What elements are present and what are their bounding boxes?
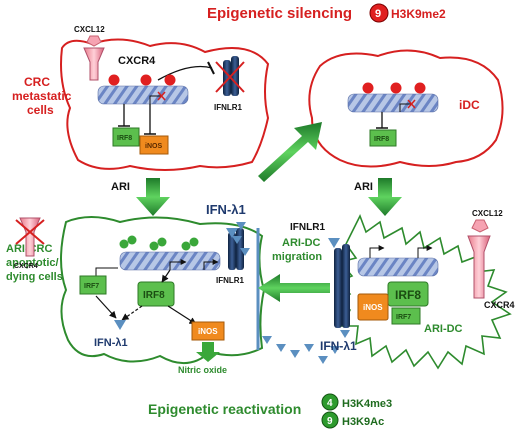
ari-crc-irf8-box bbox=[137, 281, 175, 307]
nitric-oxide-label: Nitric oxide bbox=[178, 365, 227, 375]
crc-dna-helix bbox=[97, 85, 189, 105]
crc-cell-outline bbox=[60, 38, 270, 171]
ari-dc-inos-label: iNOS bbox=[363, 303, 383, 312]
h3k9me2-badge-text: 9 bbox=[375, 8, 381, 20]
title-epigenetic-silencing: Epigenetic silencing bbox=[207, 5, 352, 22]
ari-dc-cxcr4-label: CXCR4 bbox=[484, 300, 515, 310]
ari-crc-green-marks bbox=[119, 235, 199, 251]
scattered-ifn-triangles bbox=[262, 336, 340, 364]
crc-cxcl12-ligand bbox=[86, 35, 102, 47]
ari-dc-ifnlr1-label: IFNLR1 bbox=[290, 222, 325, 233]
ari-dc-ifn-triangle bbox=[340, 330, 350, 338]
ari-dc-ifnlr1-receptor bbox=[328, 238, 350, 328]
crc-irf8-box bbox=[112, 127, 140, 147]
ari-dc-irf7-box bbox=[391, 307, 421, 325]
crc-mark-3 bbox=[164, 74, 176, 86]
idc-mark-3 bbox=[414, 82, 426, 94]
idc-dna-helix bbox=[347, 93, 439, 113]
ari-crc-irf8-label: IRF8 bbox=[143, 290, 165, 301]
ari-dc-irf8-box bbox=[387, 281, 429, 307]
h3k4me3-badge bbox=[321, 393, 339, 411]
title-epigenetic-reactivation: Epigenetic reactivation bbox=[148, 401, 301, 417]
idc-irf8-label: IRF8 bbox=[374, 136, 389, 143]
idc-mark-1 bbox=[362, 82, 374, 94]
center-ifn-label: IFN-λ1 bbox=[206, 202, 246, 217]
h3k9me2-label: H3K9me2 bbox=[391, 7, 446, 21]
ari-crc-cell-outline bbox=[60, 216, 266, 364]
ari-crc-irf7-box bbox=[79, 275, 107, 295]
ari-crc-cxcr4-label: CXCR4 bbox=[14, 263, 38, 270]
crc-ifnlr1-receptor bbox=[215, 56, 245, 96]
idc-cell-outline bbox=[308, 49, 504, 168]
crc-cxcl12-label: CXCL12 bbox=[74, 25, 105, 34]
crc-irf8-label: IRF8 bbox=[117, 135, 132, 142]
ari-dc-cxcl12-label: CXCL12 bbox=[472, 209, 503, 218]
crc-inos-label: iNOS bbox=[145, 143, 162, 150]
h3k9ac-label: H3K9Ac bbox=[342, 416, 384, 428]
ari-crc-ifnlr1-label: IFNLR1 bbox=[216, 276, 245, 285]
ari-arrow-crc bbox=[136, 178, 170, 216]
idc-label: iDC bbox=[459, 98, 480, 112]
ari-dc-cxcl12-ligand bbox=[471, 219, 489, 233]
h3k4me3-badge-text: 4 bbox=[327, 398, 333, 409]
migration-label-line2: migration bbox=[272, 251, 322, 263]
h3k9ac-badge bbox=[321, 411, 339, 429]
h3k9me2-badge bbox=[369, 3, 389, 23]
diagonal-arrow-to-idc bbox=[258, 122, 322, 182]
ari-dc-migration-arrow bbox=[258, 274, 330, 302]
crc-label-line3: cells bbox=[27, 103, 54, 117]
silencing-legend: 9 H3K9me2 bbox=[369, 3, 446, 23]
crc-label-line2: metastatic bbox=[12, 89, 72, 103]
nitric-oxide-arrow bbox=[196, 342, 220, 362]
crc-cxcr4-receptor bbox=[83, 47, 105, 81]
idc-mark-2 bbox=[390, 82, 402, 94]
ari-dc-inos-box bbox=[357, 293, 389, 321]
idc-ari-label: ARI bbox=[354, 181, 373, 193]
ari-arrow-idc bbox=[368, 178, 402, 216]
ari-dc-label: ARI-DC bbox=[424, 323, 463, 335]
crc-mark-2 bbox=[140, 74, 152, 86]
ari-crc-label-line3: dying cells bbox=[6, 271, 63, 283]
reactivation-legend: 4 H3K4me3 9 H3K9Ac bbox=[321, 393, 392, 429]
migration-label-line1: ARI-DC bbox=[282, 237, 321, 249]
idc-irf8-box bbox=[369, 129, 397, 147]
crc-ifnlr1-label: IFNLR1 bbox=[214, 103, 243, 112]
ari-dc-ifn-label: IFN-λ1 bbox=[320, 339, 357, 353]
crc-inos-box bbox=[139, 135, 169, 155]
ari-crc-ifn-triangle bbox=[114, 320, 126, 330]
crc-label-line1: CRC bbox=[24, 75, 50, 89]
ari-crc-inos-box bbox=[191, 321, 225, 341]
h3k4me3-label: H3K4me3 bbox=[342, 398, 392, 410]
ari-crc-ifn-label: IFN-λ1 bbox=[94, 337, 128, 349]
h3k9ac-badge-text: 9 bbox=[327, 416, 333, 427]
ari-dc-irf7-label: IRF7 bbox=[396, 314, 411, 321]
ari-dc-dna-helix bbox=[357, 257, 439, 277]
ari-dc-cxcr4-receptor bbox=[467, 235, 491, 299]
ari-crc-label-line2: apoptotic/ bbox=[6, 257, 59, 269]
center-ifn-triangles bbox=[232, 222, 250, 256]
ari-dc-irf8-label: IRF8 bbox=[395, 288, 421, 302]
crc-cxcr4-label: CXCR4 bbox=[118, 55, 156, 67]
ari-crc-irf7-label: IRF7 bbox=[84, 283, 99, 290]
ari-crc-inos-label: iNOS bbox=[198, 327, 218, 336]
crc-mark-1 bbox=[108, 74, 120, 86]
crc-ari-label: ARI bbox=[111, 181, 130, 193]
